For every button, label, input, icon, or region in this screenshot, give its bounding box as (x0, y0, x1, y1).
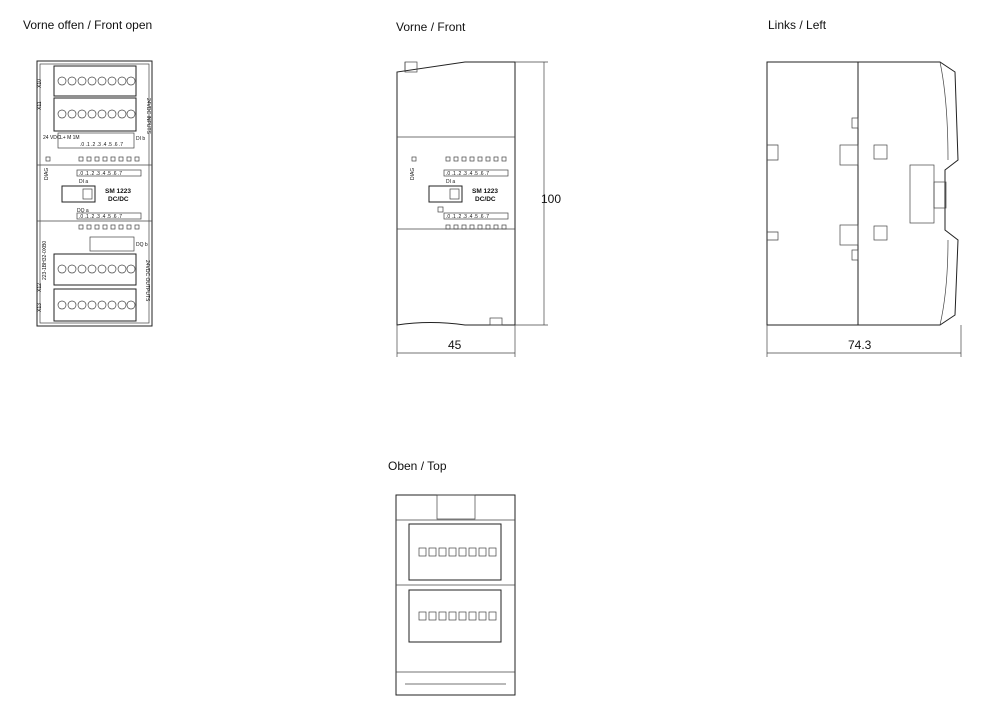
terminal-x11 (53, 97, 137, 132)
label-x11: X11 (37, 101, 43, 110)
left-view: 74.3 (766, 61, 962, 357)
svg-text:.0 .1 .2 .3 .4 .5 .6 .7: .0 .1 .2 .3 .4 .5 .6 .7 (79, 214, 122, 220)
label-inputs: 24VDC INPUTS (145, 98, 151, 135)
label-dib: DI b (136, 136, 145, 142)
svg-text:.0 .1 .2 .3 .4 .5 .6 .7: .0 .1 .2 .3 .4 .5 .6 .7 (79, 171, 122, 177)
svg-text:SM 1223: SM 1223 (472, 188, 498, 195)
label-24v: 24 VDC (43, 135, 61, 141)
svg-text:DC/DC: DC/DC (108, 196, 129, 203)
svg-text:DI a: DI a (79, 179, 88, 185)
led-row-1 (45, 156, 140, 162)
title-top: Oben / Top (388, 459, 447, 473)
title-left: Links / Left (768, 18, 827, 32)
dim-width-45: 45 (448, 338, 462, 352)
top-terminal-1 (418, 547, 497, 557)
label-lm: L+ M 1M (60, 135, 80, 141)
svg-text:X12: X12 (37, 283, 43, 292)
front-view: DIAG .0 .1 .2 .3 .4 .5 .6 .7 DI a SM 122… (396, 61, 561, 357)
top-view (395, 494, 516, 696)
svg-text:DQ a: DQ a (77, 208, 89, 214)
svg-text:DIAG: DIAG (410, 168, 416, 180)
svg-text:DQ b: DQ b (136, 242, 148, 248)
led-row-2 (78, 224, 140, 230)
svg-text:DI a: DI a (446, 179, 455, 185)
title-front: Vorne / Front (396, 20, 466, 34)
label-outputs: 24VDC OUTPUTS (144, 260, 150, 302)
top-terminal-2 (418, 611, 497, 621)
label-ch-in-top: .0 .1 .2 .3 .4 .5 .6 .7 (80, 142, 123, 148)
svg-text:SM 1223: SM 1223 (105, 188, 131, 195)
front-open-view: X10 X11 24VDC INPUTS 24 VDC L+ M 1M .0 .… (36, 60, 153, 327)
label-diag: DIAG (44, 168, 50, 180)
terminal-x12 (53, 253, 137, 286)
svg-text:.0 .1 .2 .3 .4 .5 .6 .7: .0 .1 .2 .3 .4 .5 .6 .7 (446, 171, 489, 177)
svg-text:.0 .1 .2 .3 .4 .5 .6 .7: .0 .1 .2 .3 .4 .5 .6 .7 (446, 214, 489, 220)
title-front-open: Vorne offen / Front open (23, 18, 153, 32)
label-x10: X10 (37, 79, 43, 88)
front-led-row (411, 156, 507, 162)
dim-height-100: 100 (541, 192, 561, 206)
svg-text:DC/DC: DC/DC (475, 196, 496, 203)
dim-width-74-3: 74.3 (848, 338, 872, 352)
front-led-row-2 (445, 224, 507, 230)
label-part: 223-1BH32-0XB0 (42, 241, 48, 280)
terminal-x10-screws (57, 76, 136, 86)
svg-text:X13: X13 (37, 303, 43, 312)
